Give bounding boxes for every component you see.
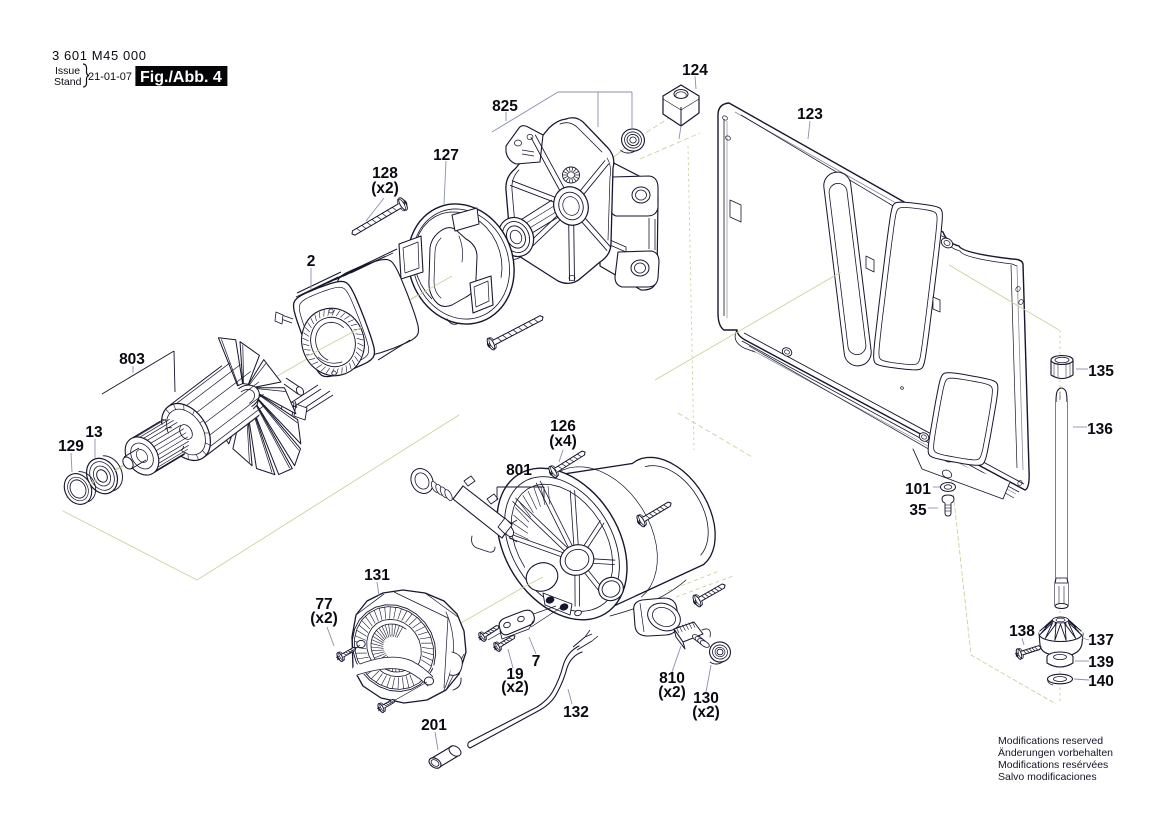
svg-text:123: 123 — [797, 106, 823, 123]
svg-text:Modifications resérvées: Modifications resérvées — [998, 759, 1108, 771]
svg-text:140: 140 — [1088, 673, 1114, 690]
svg-text:201: 201 — [421, 717, 447, 734]
svg-text:(x2): (x2) — [658, 684, 686, 701]
svg-text:13: 13 — [85, 424, 103, 441]
svg-text:136: 136 — [1087, 421, 1113, 438]
svg-text:(x2): (x2) — [371, 180, 399, 197]
svg-text:129: 129 — [58, 438, 84, 455]
svg-text:139: 139 — [1088, 654, 1114, 671]
svg-text:128: 128 — [372, 165, 398, 182]
svg-text:138: 138 — [1009, 623, 1035, 640]
svg-text:77: 77 — [315, 596, 332, 613]
svg-text:101: 101 — [905, 481, 931, 498]
svg-text:131: 131 — [364, 567, 390, 584]
svg-text:803: 803 — [119, 351, 145, 368]
svg-text:(x4): (x4) — [549, 433, 577, 450]
svg-text:137: 137 — [1088, 632, 1114, 649]
svg-text:19: 19 — [506, 666, 524, 683]
svg-text:801: 801 — [506, 462, 532, 479]
svg-text:Stand: Stand — [54, 76, 82, 88]
svg-text:132: 132 — [563, 704, 589, 721]
svg-text:130: 130 — [693, 690, 719, 707]
svg-text:2: 2 — [307, 253, 316, 270]
svg-text:124: 124 — [682, 62, 708, 79]
svg-text:Änderungen vorbehalten: Änderungen vorbehalten — [998, 747, 1113, 759]
svg-text:127: 127 — [433, 147, 459, 164]
svg-text:825: 825 — [492, 98, 518, 115]
svg-text:(x2): (x2) — [501, 679, 529, 696]
svg-text:Salvo modificaciones: Salvo modificaciones — [998, 771, 1097, 783]
svg-text:7: 7 — [532, 653, 541, 670]
svg-text:(x2): (x2) — [310, 610, 338, 627]
svg-text:Fig./Abb. 4: Fig./Abb. 4 — [140, 69, 222, 86]
svg-text:35: 35 — [909, 502, 927, 519]
svg-text:3 601 M45 000: 3 601 M45 000 — [52, 48, 147, 63]
svg-text:21-01-07: 21-01-07 — [88, 71, 132, 83]
svg-text:126: 126 — [550, 418, 576, 435]
svg-text:(x2): (x2) — [692, 704, 720, 721]
svg-text:810: 810 — [659, 670, 685, 687]
svg-text:135: 135 — [1088, 363, 1114, 380]
svg-text:Modifications reserved: Modifications reserved — [998, 735, 1103, 747]
svg-text:Issue: Issue — [55, 65, 80, 77]
